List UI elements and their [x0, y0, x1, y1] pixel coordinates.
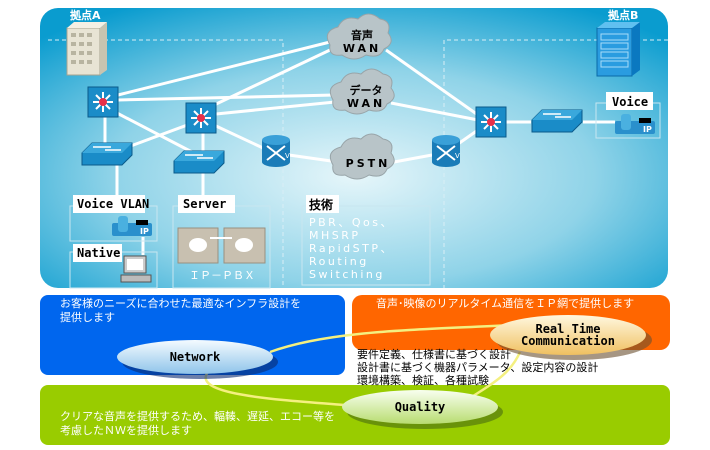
tech-line: Routing	[309, 255, 369, 268]
tech-line: Switching	[309, 268, 385, 281]
tech-line: PBR、Qos、	[309, 216, 394, 229]
pc-icon	[120, 255, 152, 283]
l3-switch-a1-icon	[87, 86, 119, 118]
voice-wan-label-2: WAN	[343, 42, 381, 55]
voice-router-b-icon	[431, 134, 461, 168]
rtc-ellipse	[490, 315, 646, 355]
site-a-label: 拠点A	[70, 8, 101, 22]
voice-label: Voice	[612, 95, 648, 109]
l3-switch-b-icon	[475, 106, 507, 138]
network-description: お客様のニーズに合わせた最適なインフラ設計を	[60, 296, 301, 310]
building-a-icon	[66, 22, 107, 76]
rtc-label: Real Time	[535, 322, 600, 336]
native-label: Native	[77, 246, 120, 260]
site-b-label: 拠点B	[608, 8, 638, 22]
network-label: Network	[170, 350, 221, 364]
network-links	[103, 40, 615, 255]
ip-pbx-label: ＩＰ－ＰＢＸ	[189, 269, 255, 282]
quality-label: Quality	[395, 400, 446, 414]
voice-wan-label: 音声	[351, 28, 373, 42]
voice-vlan-label: Voice VLAN	[77, 197, 149, 211]
data-wan-label-2: WAN	[347, 97, 385, 110]
rtc-label-2: Communication	[521, 334, 615, 348]
connector-curves	[204, 323, 522, 407]
tech-title: 技術	[309, 197, 333, 212]
network-description-2: 提供します	[60, 310, 115, 324]
data-wan-label: データ	[350, 83, 383, 97]
network-ellipse	[117, 340, 273, 374]
l3-switch-a2-icon	[185, 102, 217, 134]
voice-router-a-icon	[261, 134, 291, 168]
server-label: Server	[183, 197, 226, 211]
l2-switch-a2-icon	[173, 150, 225, 174]
quality-description: クリアな音声を提供するため、輻輳、遅延、エコー等を	[60, 409, 335, 423]
design-step: 要件定義、仕様書に基づく設計	[357, 347, 511, 361]
tech-line: RapidSTP、	[309, 242, 394, 255]
ip-pbx-icon	[177, 227, 266, 264]
tech-line: MHSRP	[309, 229, 361, 242]
quality-ellipse	[342, 390, 498, 424]
cloud-icon	[326, 13, 395, 180]
pstn-label: PSTN	[346, 157, 391, 170]
rtc-description: 音声･映像のリアルタイム通信をＩＰ網で提供します	[376, 296, 634, 310]
design-step: 設計書に基づく機器パラメータ、設定内容の設計	[357, 360, 598, 374]
l2-switch-a1-icon	[81, 142, 133, 166]
quality-description-2: 考慮したＮＷを提供します	[60, 423, 192, 437]
design-step: 環境構築、検証、各種試験	[357, 373, 489, 387]
building-b-icon	[596, 22, 640, 77]
l2-switch-b-icon	[531, 109, 583, 133]
